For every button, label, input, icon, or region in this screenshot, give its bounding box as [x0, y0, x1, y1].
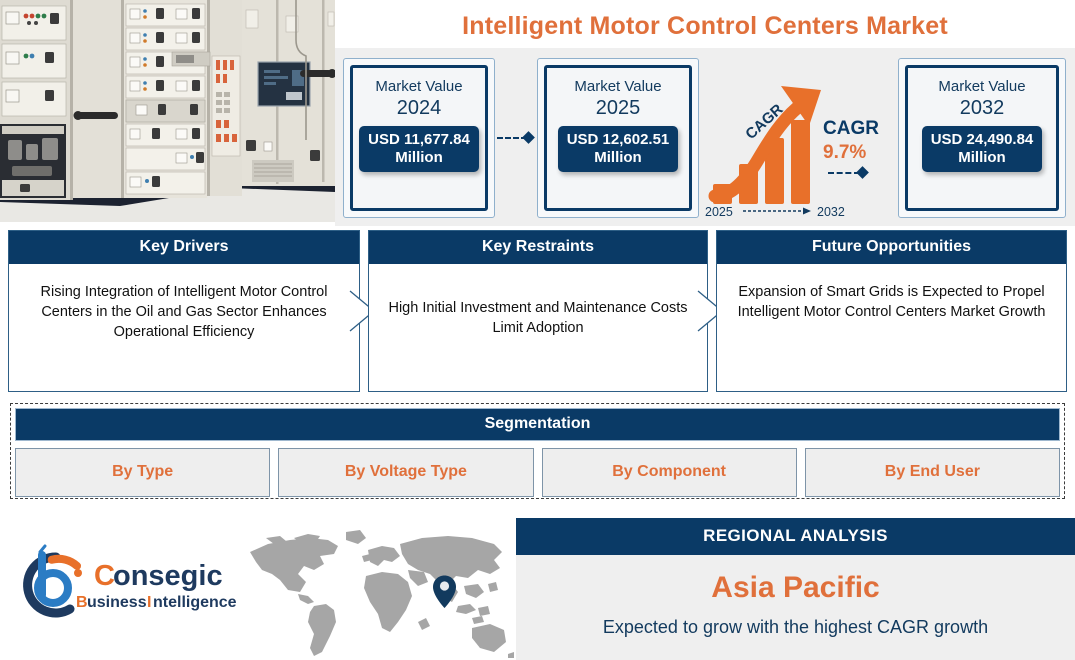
- segmentation-item-by-end-user[interactable]: By End User: [804, 448, 1060, 497]
- connector-line-1: [497, 137, 527, 139]
- panel-text: High Initial Investment and Maintenance …: [388, 300, 688, 336]
- market-value-card-2032: Market Value 2032 USD 24,490.84 Million: [898, 58, 1066, 218]
- market-value-label: Market Value: [938, 78, 1026, 95]
- market-value-unit: Million: [395, 149, 443, 167]
- market-value-pill: USD 24,490.84 Million: [921, 126, 1043, 173]
- cagr-growth-chart-icon: CAGR 2025 2032: [705, 78, 895, 218]
- market-value-label: Market Value: [574, 78, 662, 95]
- market-value-year: 2032: [959, 97, 1005, 120]
- motor-control-center-photo: [0, 0, 335, 222]
- panel-title: Key Restraints: [369, 231, 707, 264]
- map-pin-icon: [433, 575, 456, 608]
- cagr-label: CAGR: [823, 118, 879, 139]
- panel-title: Future Opportunities: [717, 231, 1066, 264]
- cagr-end-year: 2032: [817, 205, 845, 218]
- panel-key-drivers: Key Drivers Rising Integration of Intell…: [8, 230, 360, 392]
- footer-band: C onsegic B usiness I ntelligence: [0, 505, 1075, 660]
- brand-tagline-usiness: usiness: [87, 594, 147, 611]
- market-value-pill: USD 12,602.51 Million: [557, 126, 679, 173]
- market-value-card-2025: Market Value 2025 USD 12,602.51 Million: [537, 58, 699, 218]
- regional-analysis-subtitle: Expected to grow with the highest CAGR g…: [602, 617, 989, 637]
- market-value-label: Market Value: [375, 78, 463, 95]
- market-value-card-2024: Market Value 2024 USD 11,677.84 Million: [343, 58, 495, 218]
- brand-tagline-i: I: [147, 594, 151, 611]
- regional-analysis-region: Asia Pacific: [711, 571, 880, 604]
- regional-analysis-title: REGIONAL ANALYSIS: [516, 518, 1075, 555]
- segmentation-title: Segmentation: [15, 408, 1060, 441]
- brand-name-initial: C: [94, 560, 115, 592]
- segmentation-row: By Type By Voltage Type By Component By …: [15, 448, 1060, 497]
- market-value-unit: Million: [958, 149, 1006, 167]
- brand-tagline-b: B: [76, 594, 88, 611]
- world-map: [242, 530, 514, 660]
- segmentation-block: Segmentation By Type By Voltage Type By …: [10, 403, 1065, 499]
- page-title: Intelligent Motor Control Centers Market: [462, 12, 948, 40]
- panel-text: Rising Integration of Intelligent Motor …: [40, 284, 328, 340]
- market-value-amount: USD 24,490.84: [930, 131, 1034, 149]
- segmentation-item-by-voltage-type[interactable]: By Voltage Type: [278, 448, 534, 497]
- insight-panels: Key Drivers Rising Integration of Intell…: [0, 230, 1075, 395]
- market-value-year: 2025: [595, 97, 641, 120]
- market-value-unit: Million: [594, 149, 642, 167]
- market-value-year: 2024: [396, 97, 442, 120]
- panel-title: Key Drivers: [9, 231, 359, 264]
- segmentation-item-by-component[interactable]: By Component: [541, 448, 797, 497]
- consegic-logo: C onsegic B usiness I ntelligence: [12, 543, 242, 623]
- cagr-value: 9.7%: [823, 142, 867, 163]
- brand-name-rest: onsegic: [113, 560, 223, 592]
- panel-key-restraints: Key Restraints High Initial Investment a…: [368, 230, 708, 392]
- hero-band: Intelligent Motor Control Centers Market…: [0, 0, 1075, 226]
- cagr-start-year: 2025: [705, 205, 733, 218]
- market-value-card-inner: Market Value 2024 USD 11,677.84 Million: [350, 65, 488, 211]
- regional-analysis-panel: REGIONAL ANALYSIS Asia Pacific Expected …: [516, 518, 1075, 660]
- market-value-card-inner: Market Value 2032 USD 24,490.84 Million: [905, 65, 1059, 211]
- market-value-amount: USD 12,602.51: [566, 131, 670, 149]
- connector-line-2: [828, 172, 860, 174]
- segmentation-item-by-type[interactable]: By Type: [15, 448, 271, 497]
- market-value-card-inner: Market Value 2025 USD 12,602.51 Million: [544, 65, 692, 211]
- market-value-pill: USD 11,677.84 Million: [359, 126, 479, 173]
- brand-tagline-ntelligence: ntelligence: [153, 594, 237, 611]
- panel-text: Expansion of Smart Grids is Expected to …: [737, 284, 1046, 320]
- panel-future-opportunities: Future Opportunities Expansion of Smart …: [716, 230, 1067, 392]
- market-value-amount: USD 11,677.84: [368, 131, 470, 149]
